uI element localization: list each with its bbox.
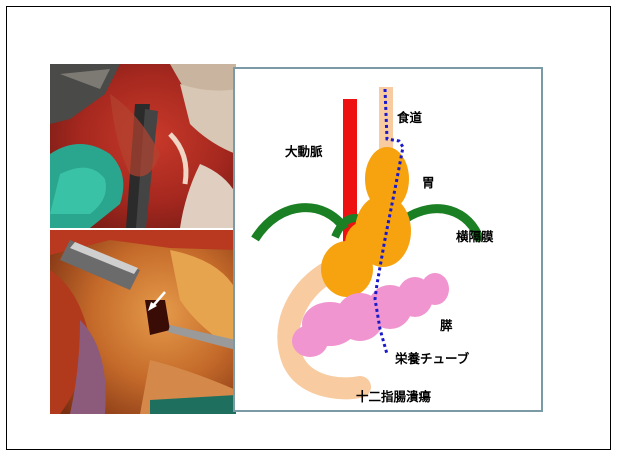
anatomy-diagram: 食道 大動脈 胃 横隔膜 膵 栄養チューブ 十二指腸潰瘍 <box>233 67 543 412</box>
diaphragm-left <box>255 208 345 239</box>
label-feeding-tube: 栄養チューブ <box>395 348 469 367</box>
surgical-photo-lower <box>50 230 236 414</box>
label-duodenal-ulcer: 十二指腸潰瘍 <box>356 386 431 405</box>
label-diaphragm: 横隔膜 <box>456 226 494 245</box>
label-aorta: 大動脈 <box>285 141 323 160</box>
label-pancreas: 膵 <box>440 315 453 334</box>
label-stomach: 胃 <box>422 172 435 191</box>
label-esophagus: 食道 <box>397 107 422 126</box>
surgical-photo-upper <box>50 64 236 228</box>
photo-panel <box>50 64 236 414</box>
